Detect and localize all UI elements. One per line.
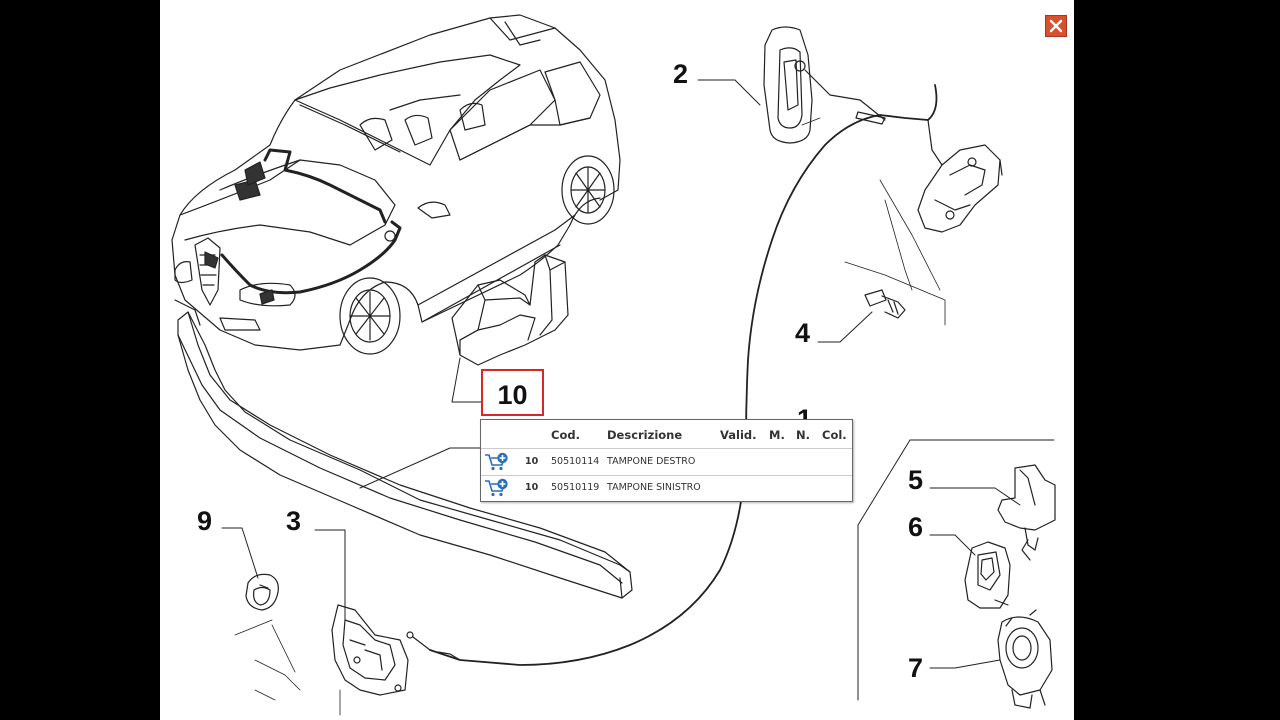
parts-popup-table: Cod. Descrizione Valid. M. N. Col. 10 50…: [480, 419, 853, 502]
part-10-pad: [451, 254, 569, 366]
part-9-grommet: [245, 573, 279, 611]
row-description: TAMPONE SINISTRO: [607, 482, 701, 493]
cable-part-1: [406, 84, 943, 666]
header-col: Col.: [822, 428, 847, 442]
close-icon: [1049, 19, 1063, 33]
callout-2: 2: [673, 59, 689, 89]
callout-10: 10: [497, 380, 528, 410]
callout-5: 5: [908, 465, 924, 495]
cart-add-icon: [485, 452, 508, 471]
table-row: 10 50510119 TAMPONE SINISTRO: [481, 475, 852, 501]
callout-3: 3: [286, 506, 302, 536]
callout-9: 9: [197, 506, 213, 536]
header-cod: Cod.: [551, 428, 580, 442]
add-to-cart-button[interactable]: [484, 478, 510, 498]
crossbar: [177, 311, 633, 599]
callout-4: 4: [795, 318, 811, 348]
exploded-parts-diagram: [171, 14, 1056, 716]
row-code: 50510119: [551, 482, 600, 493]
row-ref: 10: [525, 456, 539, 467]
row-ref: 10: [525, 482, 539, 493]
car-illustration: [171, 14, 621, 355]
header-m: M.: [769, 428, 785, 442]
part-4-screw: [864, 289, 906, 319]
part-3-hook: [331, 604, 409, 696]
row-description: TAMPONE DESTRO: [607, 456, 696, 467]
row-code: 50510114: [551, 456, 600, 467]
part-5-clip: [997, 464, 1056, 561]
header-valid: Valid.: [720, 428, 757, 442]
highlighted-callout-10[interactable]: 10: [481, 369, 544, 416]
part-7-sensor: [997, 609, 1053, 709]
diagram-panel: 1 2 3 4 5 6 7 9 10 Cod. Descrizione Vali…: [160, 0, 1074, 720]
table-divider: [481, 475, 852, 476]
header-descrizione: Descrizione: [607, 428, 683, 442]
callout-6: 6: [908, 512, 924, 542]
part-2-bracket: [763, 26, 886, 144]
cart-add-icon: [485, 478, 508, 497]
close-button[interactable]: [1045, 15, 1067, 37]
callout-7: 7: [908, 653, 924, 683]
table-row: 10 50510114 TAMPONE DESTRO: [481, 449, 852, 475]
part-6-clamp: [964, 541, 1011, 609]
table-divider: [481, 448, 852, 449]
add-to-cart-button[interactable]: [484, 452, 510, 472]
header-n: N.: [796, 428, 810, 442]
part-latch-top: [917, 144, 1003, 233]
